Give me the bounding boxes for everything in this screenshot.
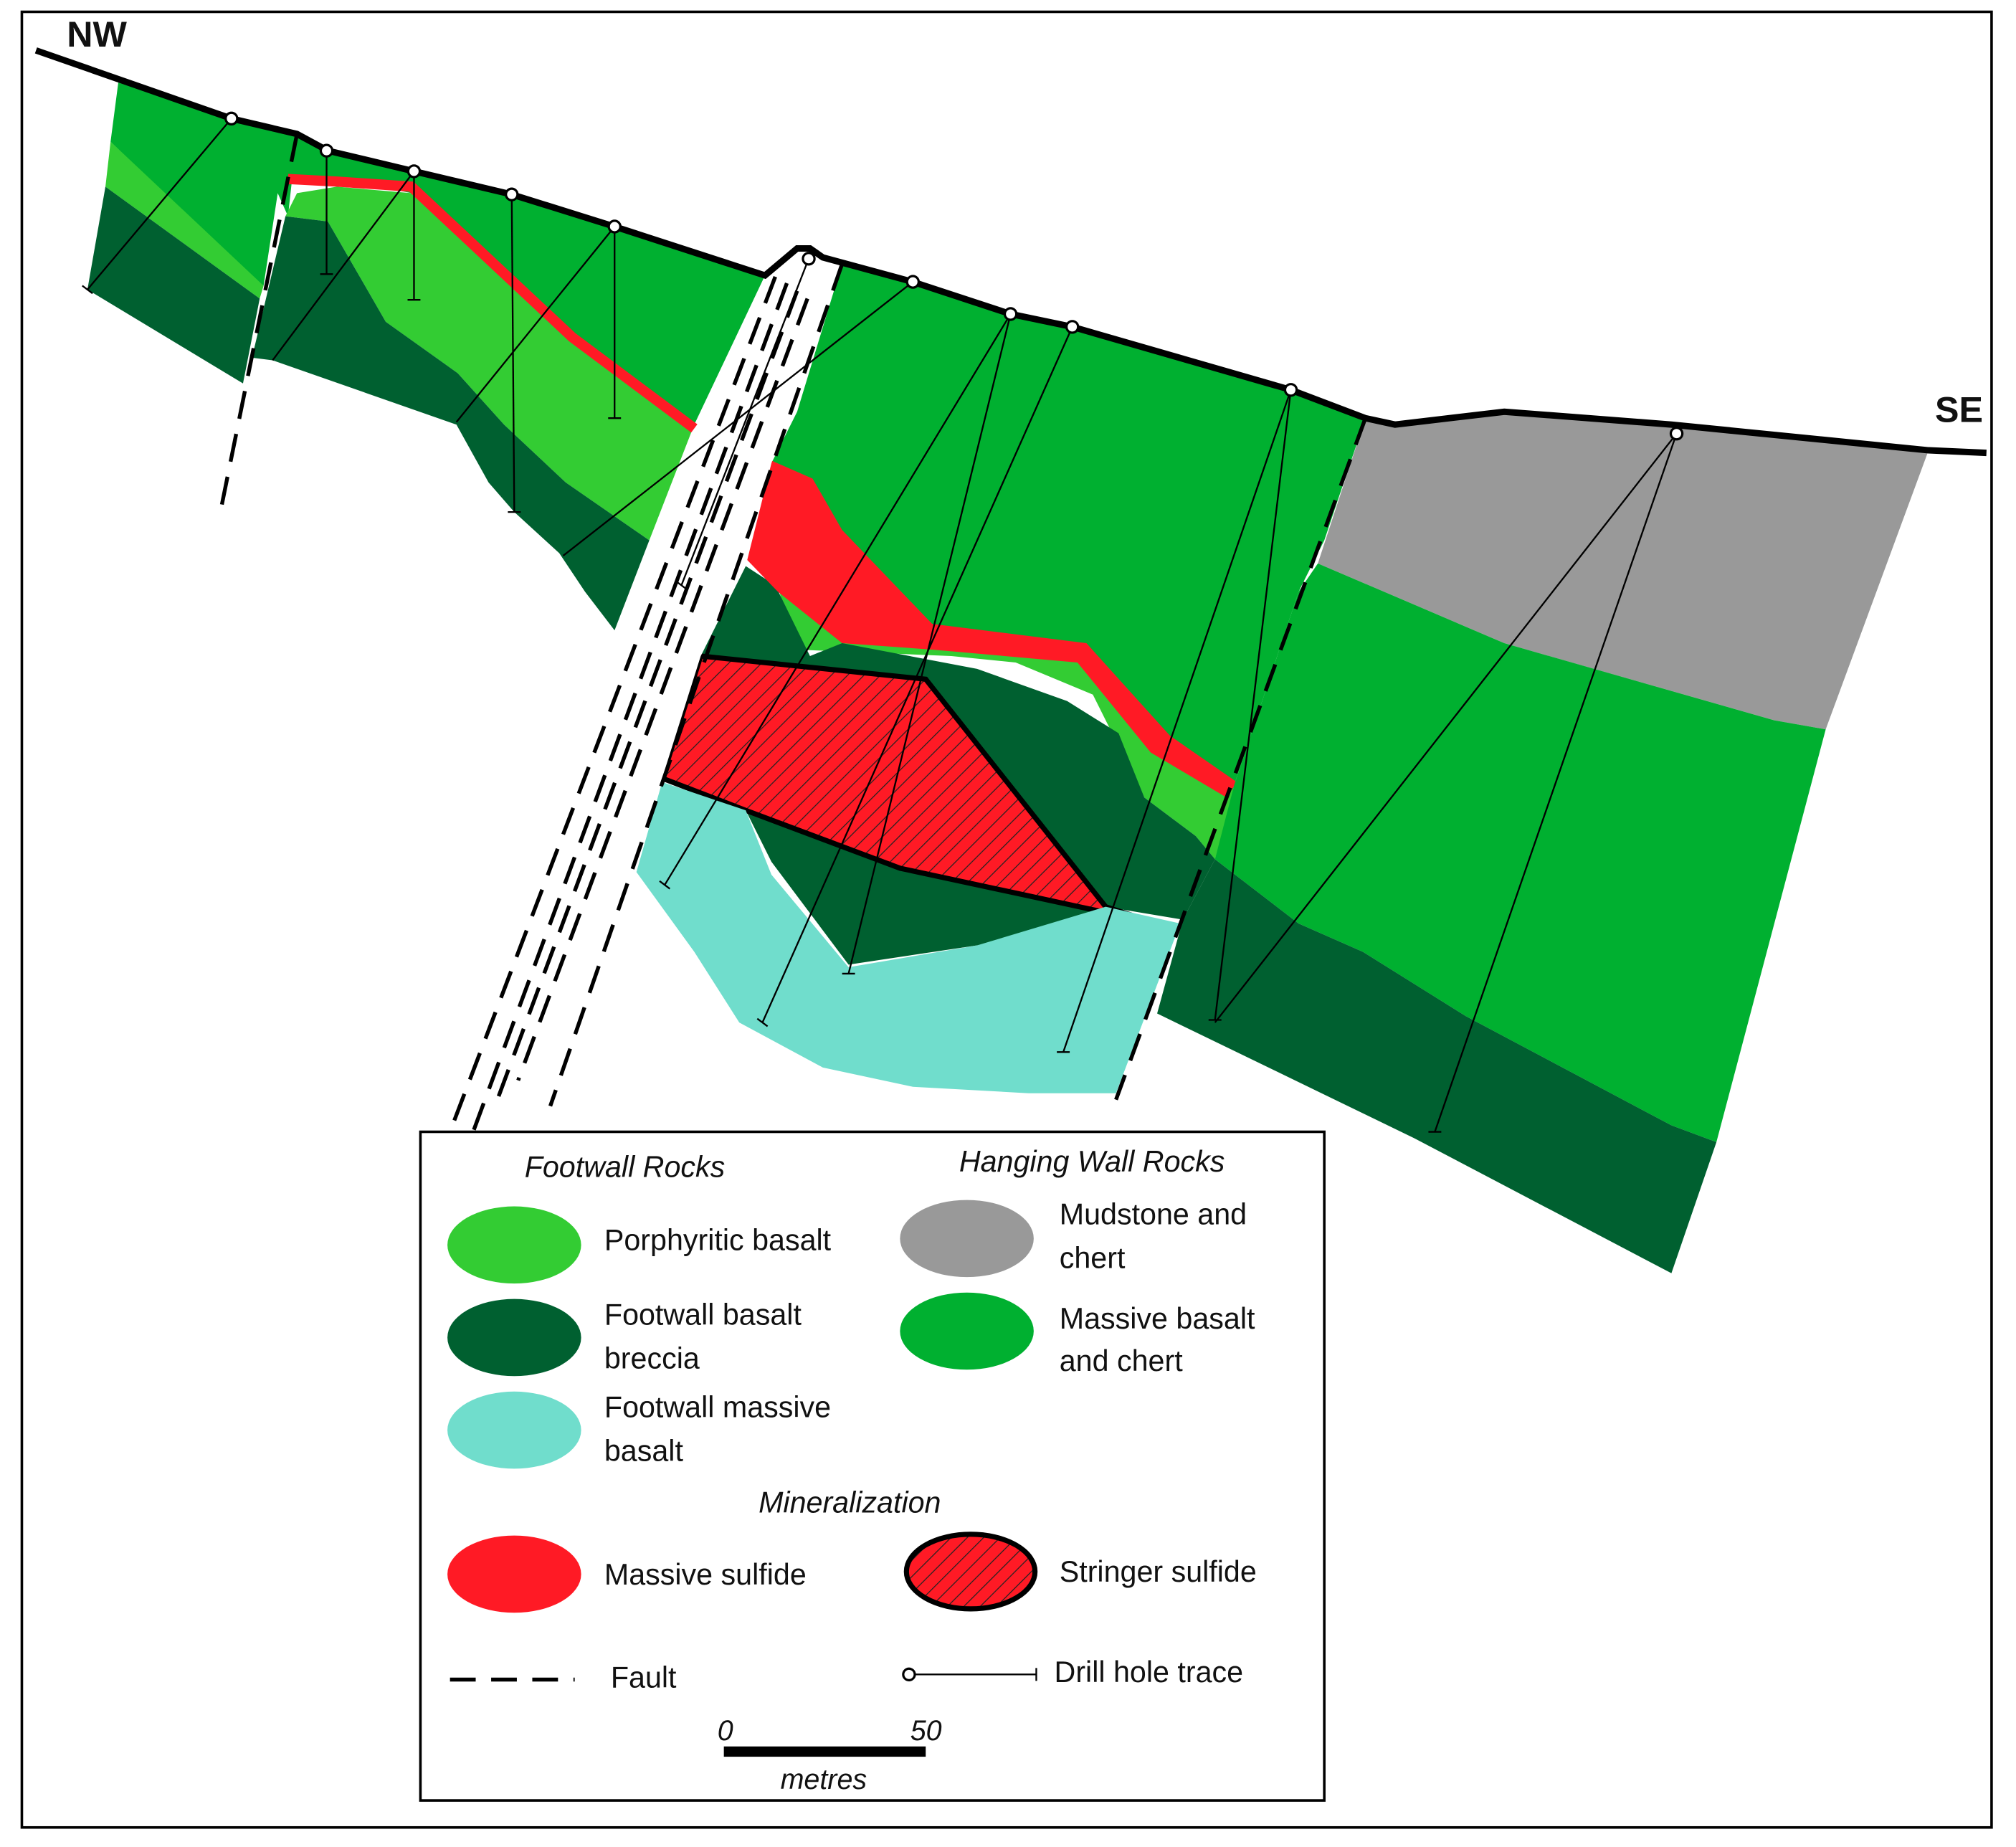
footwall-massive-label-2: basalt (604, 1435, 684, 1468)
drill-hole (562, 275, 920, 557)
nw-massive-basalt-unit (110, 82, 298, 286)
fault-nw (219, 133, 299, 509)
se-central-massive-basalt-unit (771, 264, 1366, 860)
se-breccia-unit (1157, 859, 1717, 1273)
massive-basalt-label-2: and chert (1060, 1344, 1183, 1377)
scale-end-label: 50 (910, 1715, 942, 1747)
fault-zone-line-2 (471, 282, 789, 1133)
central-porphyritic-basalt-unit (285, 186, 695, 541)
massive-basalt-swatch (900, 1292, 1034, 1370)
drill-hole (82, 111, 239, 295)
se-massive-basalt-unit (1214, 563, 1826, 1142)
porphyritic-basalt-swatch (447, 1206, 581, 1284)
faults (219, 133, 1368, 1133)
drill-hole (455, 219, 622, 423)
mudstone-label-1: Mudstone and (1060, 1198, 1247, 1231)
fault-zone-line-5 (548, 263, 845, 1107)
se-mudstone-chert-unit (1318, 412, 1929, 730)
massive-basalt-label-1: Massive basalt (1060, 1302, 1255, 1335)
footwall-breccia-label-2: breccia (604, 1342, 700, 1375)
drill-hole-label: Drill hole trace (1055, 1656, 1244, 1689)
drill-hole (675, 252, 816, 590)
scale-unit-label: metres (781, 1764, 867, 1795)
footwall-massive-basalt-body (636, 782, 1181, 1093)
nw-porphyritic-basalt-unit (105, 141, 264, 299)
legend: Footwall Rocks Hanging Wall Rocks Porphy… (419, 1130, 1326, 1802)
stringer-sulfide-swatch (903, 1532, 1038, 1612)
legend-footwall-heading: Footwall Rocks (525, 1150, 726, 1183)
massive-sulfide-label: Massive sulfide (604, 1558, 807, 1591)
fault-label: Fault (611, 1661, 677, 1694)
drill-hole (1057, 383, 1298, 1053)
porphyritic-basalt-label: Porphyritic basalt (604, 1224, 832, 1257)
footwall-massive-swatch (447, 1391, 581, 1469)
figure-frame (20, 10, 1993, 1829)
mudstone-swatch (900, 1200, 1034, 1278)
mudstone-label-2: chert (1060, 1242, 1126, 1275)
orientation-se-label: SE (1935, 390, 1983, 430)
massive-sulfide-swatch (447, 1535, 581, 1613)
orientation-nw-label: NW (67, 14, 127, 54)
stringer-sulfide-body (659, 653, 1159, 926)
stringer-sulfide-label: Stringer sulfide (1060, 1555, 1257, 1588)
footwall-breccia-swatch (447, 1298, 581, 1377)
legend-mineralization-heading: Mineralization (759, 1486, 941, 1519)
drill-hole-swatch (902, 1667, 1037, 1682)
central-massive-sulfide-body (743, 460, 1237, 798)
central-breccia-unit (252, 216, 650, 631)
footwall-breccia-label-1: Footwall basalt (604, 1298, 802, 1331)
scale-bar (723, 1746, 926, 1757)
drill-hole (272, 164, 422, 361)
fault-zone-gap (604, 252, 842, 901)
fault-zone-line-1 (448, 275, 777, 1133)
drill-holes (82, 111, 1684, 1133)
central-massive-basalt-unit (287, 133, 766, 425)
drill-hole (319, 143, 334, 275)
ground-surface (34, 47, 1987, 457)
drill-hole (659, 307, 1018, 975)
fault-se (1114, 417, 1368, 1101)
nw-massive-sulfide-lens (287, 174, 698, 433)
fault-zone-line-3 (493, 290, 799, 1107)
scale-start-label: 0 (718, 1715, 733, 1747)
drill-hole (1214, 427, 1684, 1133)
legend-hanging-heading: Hanging Wall Rocks (959, 1145, 1225, 1178)
footwall-massive-label-1: Footwall massive (604, 1391, 831, 1424)
nw-breccia-unit (87, 186, 260, 384)
drill-hole (756, 320, 1080, 1027)
fault-zone-line-4 (516, 298, 809, 1081)
